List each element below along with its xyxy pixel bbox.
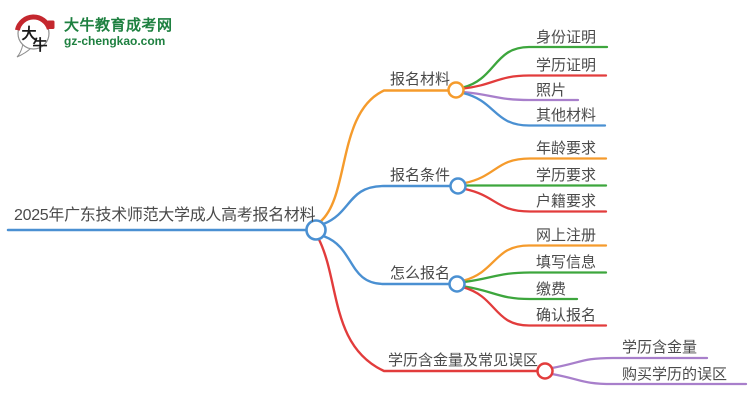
leaf-other-materials-line: [461, 91, 607, 127]
logo-text: 大牛教育成考网 gz-chengkao.com: [64, 11, 173, 63]
branch-conditions-connector: [323, 184, 452, 225]
leaf-buy-degree-line: [550, 372, 748, 386]
leaf-photo-label: 照片: [536, 82, 567, 99]
root-topic-label: 2025年广东技术师范大学成人高考报名材料: [14, 207, 316, 224]
leaf-other-materials-label: 其他材料: [536, 107, 597, 124]
leaf-confirm-line: [462, 286, 608, 327]
leaf-online-register-line: [462, 244, 608, 282]
leaf-degree-value-label: 学历含金量: [622, 339, 698, 356]
logo-char-niu: 牛: [33, 36, 48, 54]
leaf-photo-line: [462, 90, 580, 102]
branch-howto-label: 怎么报名: [390, 265, 451, 282]
branch-materials-label: 报名材料: [390, 71, 451, 88]
branch-howto-circle: [448, 275, 466, 293]
leaf-edu-req-label: 学历要求: [536, 167, 597, 184]
leaf-age-req-line: [463, 157, 608, 185]
branch-value-connector: [317, 237, 539, 373]
leaf-fill-info-label: 填写信息: [536, 254, 597, 271]
branch-materials-connector: [319, 89, 450, 223]
site-url: gz-chengkao.com: [64, 34, 166, 48]
root-node-circle: [305, 219, 327, 241]
leaf-fill-info-line: [463, 271, 608, 284]
branch-conditions-label: 报名条件: [390, 167, 451, 184]
site-logo: 大 牛 大牛教育成考网 gz-chengkao.com: [10, 11, 173, 63]
leaf-id-proof-label: 身份证明: [536, 29, 597, 46]
branch-howto-connector: [323, 235, 451, 286]
site-name: 大牛教育成考网: [64, 17, 173, 34]
leaf-confirm-label: 确认报名: [536, 307, 597, 324]
leaf-online-register-label: 网上注册: [536, 227, 597, 244]
leaf-edu-proof-label: 学历证明: [536, 57, 597, 74]
leaf-id-proof-line: [461, 45, 609, 89]
branch-value-label: 学历含金量及常见误区: [388, 352, 539, 369]
logo-bull-icon: 大 牛: [14, 14, 55, 58]
leaf-residence-req-label: 户籍要求: [536, 193, 597, 210]
leaf-age-req-label: 年龄要求: [536, 140, 597, 157]
branch-value-circle: [536, 362, 554, 380]
branch-materials-circle: [447, 81, 465, 99]
leaf-edu-proof-line: [462, 74, 608, 90]
logo-char-da: 大: [22, 25, 37, 43]
leaf-pay-fee-line: [463, 285, 579, 301]
leaf-residence-req-line: [463, 187, 608, 213]
leaf-buy-degree-label: 购买学历的误区: [622, 366, 728, 383]
leaf-pay-fee-label: 缴费: [536, 281, 567, 298]
branch-conditions-circle: [449, 177, 467, 195]
leaf-degree-value-line: [550, 356, 709, 370]
